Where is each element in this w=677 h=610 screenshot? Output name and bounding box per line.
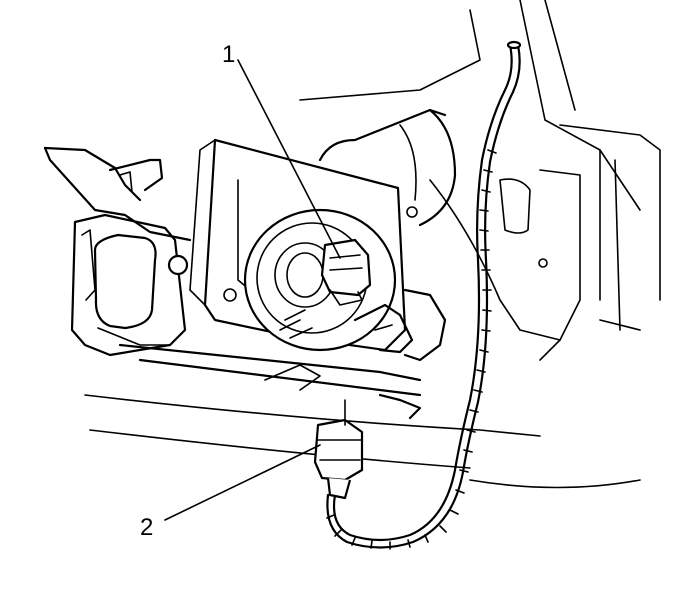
support-tube	[318, 108, 457, 227]
bulb-connector	[320, 238, 372, 306]
bulb-opening	[243, 208, 397, 352]
callout-2: 2	[140, 514, 153, 541]
leader-line-1	[237, 59, 341, 259]
leader-line-2	[164, 444, 321, 521]
callout-1: 1	[222, 41, 235, 68]
harness-connector	[313, 399, 364, 500]
lamp-housing-left	[43, 146, 422, 397]
body-panel	[84, 0, 661, 489]
wiring-harness	[326, 40, 522, 550]
clip-right	[353, 303, 422, 420]
